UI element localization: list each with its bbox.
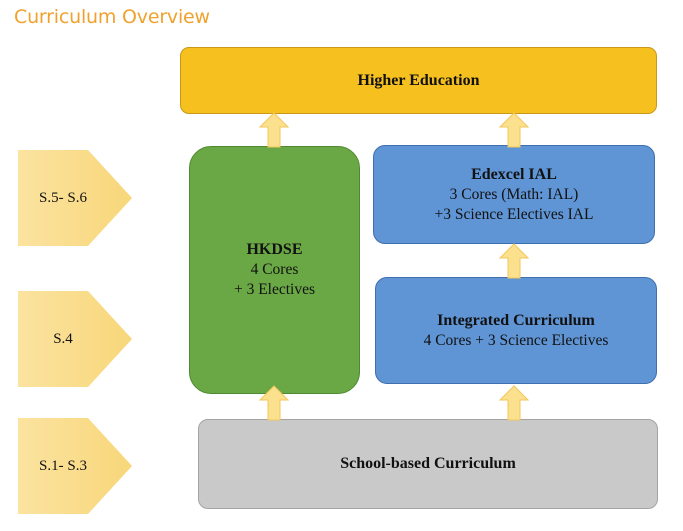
up-arrow-icon [259, 112, 289, 148]
integrated-line: 4 Cores + 3 Science Electives [423, 331, 609, 349]
integrated-title: Integrated Curriculum [437, 311, 595, 329]
school-based-box: School-based Curriculum [198, 419, 658, 509]
ial-title: Edexcel IAL [471, 165, 557, 183]
grade-chevron-s4: S.4 [18, 291, 133, 387]
up-arrow-icon [499, 112, 529, 148]
page-title: Curriculum Overview [14, 6, 210, 28]
chevron-shape [18, 418, 132, 514]
up-arrow-icon [499, 385, 529, 421]
higher-education-box: Higher Education [180, 47, 657, 114]
grade-label: S.5- S.6 [39, 189, 87, 206]
hkdse-cores: 4 Cores [250, 261, 299, 278]
hkdse-electives: + 3 Electives [233, 281, 316, 298]
grade-label: S.1- S.3 [39, 457, 87, 474]
grade-chevron-s1-s3: S.1- S.3 [18, 418, 133, 514]
chevron-shape [18, 291, 132, 387]
up-arrow-icon [499, 243, 529, 279]
grade-label: S.4 [53, 330, 73, 347]
grade-chevron-s5-s6: S.5- S.6 [18, 150, 133, 246]
hkdse-title: HKDSE [246, 241, 303, 258]
higher-education-label: Higher Education [357, 71, 480, 89]
chevron-shape [18, 150, 132, 246]
ial-electives: +3 Science Electives IAL [434, 205, 594, 223]
ial-cores: 3 Cores (Math: IAL) [449, 185, 579, 203]
hkdse-box: HKDSE 4 Cores + 3 Electives [189, 146, 360, 394]
integrated-curriculum-box: Integrated Curriculum 4 Cores + 3 Scienc… [375, 277, 657, 384]
up-arrow-icon [259, 385, 289, 421]
school-based-label: School-based Curriculum [340, 455, 516, 472]
edexcel-ial-box: Edexcel IAL 3 Cores (Math: IAL) +3 Scien… [373, 145, 655, 244]
